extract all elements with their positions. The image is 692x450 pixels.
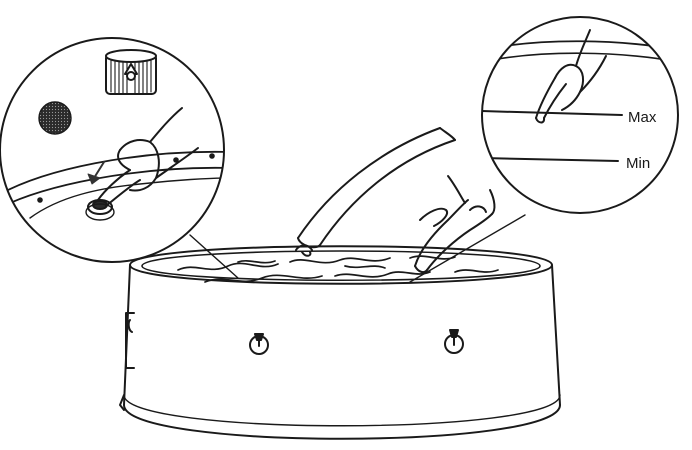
tub-valve-left bbox=[250, 334, 268, 354]
min-label: Min bbox=[626, 155, 650, 172]
tub-rim-outer bbox=[130, 246, 552, 284]
down-left-arrow-icon bbox=[88, 162, 104, 184]
tub-rim-inner bbox=[142, 251, 540, 280]
tub-valve-right bbox=[445, 330, 463, 353]
max-level-line bbox=[480, 111, 622, 115]
max-label: Max bbox=[628, 109, 657, 126]
pointing-finger bbox=[536, 30, 606, 123]
left-callout-line bbox=[190, 235, 238, 278]
tub-base bbox=[124, 405, 560, 439]
filter-detail-circle bbox=[0, 38, 230, 262]
min-level-line bbox=[480, 158, 618, 161]
water-level-detail-circle bbox=[480, 17, 690, 213]
inserting-hand bbox=[98, 108, 198, 206]
filter-cartridge-icon bbox=[106, 50, 156, 94]
mesh-filter-cap-icon bbox=[39, 102, 71, 134]
